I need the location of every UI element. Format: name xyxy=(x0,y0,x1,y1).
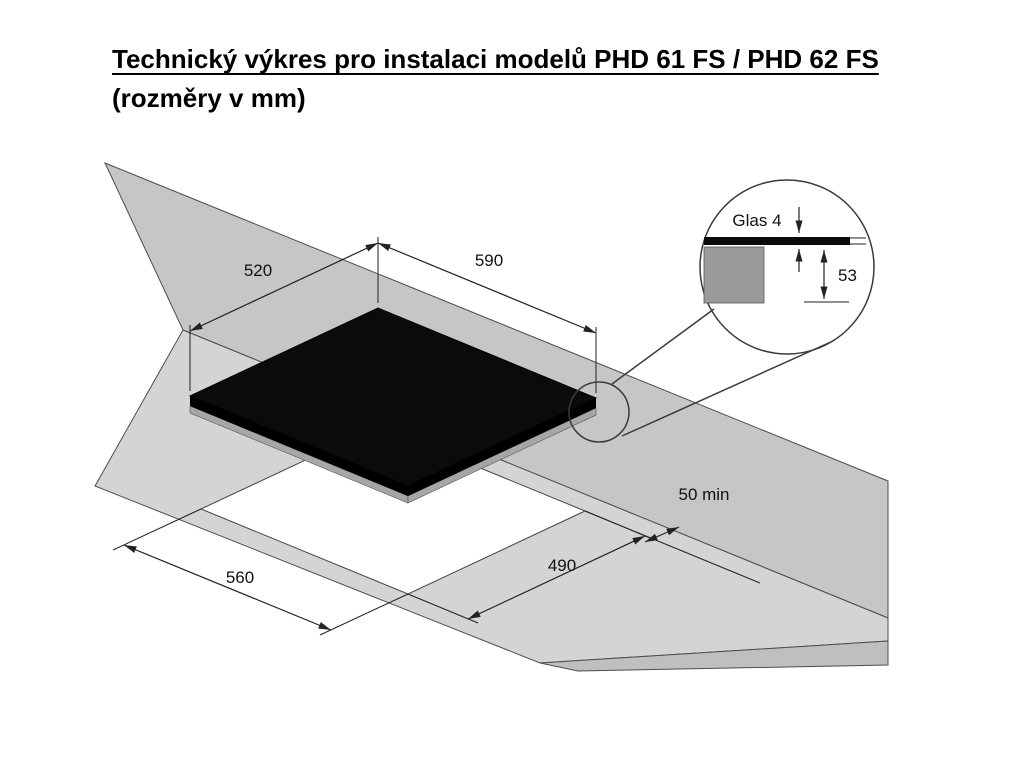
page-title: Technický výkres pro instalaci modelů PH… xyxy=(112,44,879,114)
extension-line xyxy=(112,508,202,551)
clearance-extension-line xyxy=(584,510,761,584)
hob-side-front-right xyxy=(408,398,596,496)
hob-glass-top xyxy=(188,307,598,487)
cutout-width-label: 560 xyxy=(226,568,254,587)
detail-connector-line xyxy=(611,308,715,385)
detail-connector-line xyxy=(621,340,834,437)
hob-width-label: 590 xyxy=(475,251,503,270)
hob-depth-label: 520 xyxy=(244,261,272,280)
countertop-front-edge xyxy=(539,640,889,672)
clearance-label: 50 min xyxy=(678,485,729,504)
detail-source-circle xyxy=(568,381,630,443)
detail-counter-section xyxy=(703,246,765,304)
page-title-line2: (rozměry v mm) xyxy=(112,83,306,113)
glass-label: Glas 4 xyxy=(732,211,781,230)
detail-zoom-circle xyxy=(699,179,875,355)
cutout-width-dimension xyxy=(123,544,332,631)
hob-depth-dimension xyxy=(189,242,379,332)
extension-line xyxy=(407,593,479,624)
cutout-depth-dimension xyxy=(467,535,646,620)
hob-width-dimension xyxy=(377,242,597,334)
recess-depth-label: 53 xyxy=(838,266,857,285)
cutout-depth-label: 490 xyxy=(548,556,576,575)
clearance-dimension xyxy=(644,526,680,543)
extension-line xyxy=(319,593,409,636)
detail-glass-section xyxy=(704,237,850,245)
page-title-line1: Technický výkres pro instalaci modelů PH… xyxy=(112,44,879,74)
hob-side-front-left xyxy=(190,396,408,496)
